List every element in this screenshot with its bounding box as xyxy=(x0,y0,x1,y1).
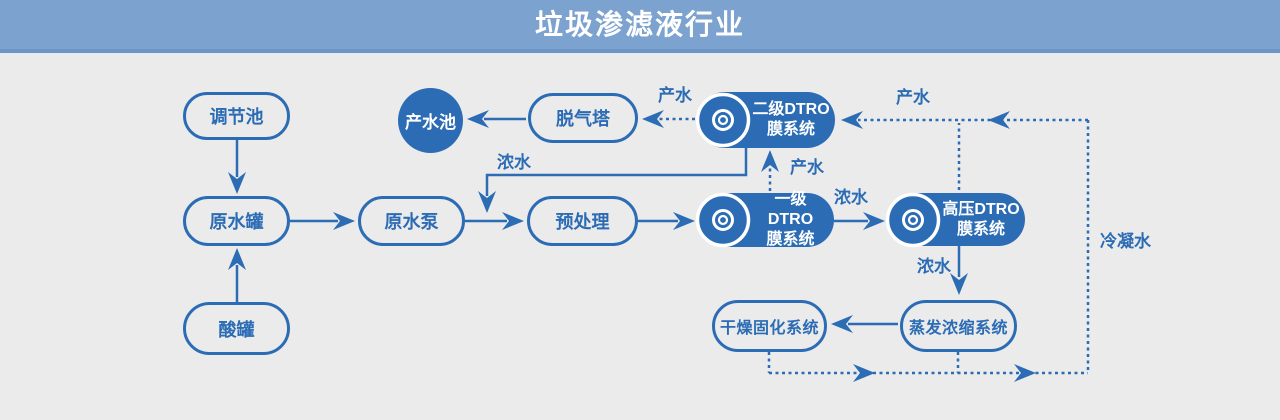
arrowhead-left-icon xyxy=(988,111,1010,129)
arrowhead-left-icon xyxy=(841,111,863,129)
node-label: 原水罐 xyxy=(209,212,264,232)
node-stage2-dtro: 二级DTRO 膜系统 xyxy=(695,92,835,148)
node-regulation-pool: 调节池 xyxy=(183,92,290,140)
node-raw-water-tank: 原水罐 xyxy=(183,196,290,246)
dtro-membrane-icon xyxy=(695,192,751,248)
flow-label-concentrate: 浓水 xyxy=(834,188,868,207)
arrowhead-up-icon xyxy=(761,150,779,172)
node-label: 调节池 xyxy=(209,107,264,127)
node-label: 酸罐 xyxy=(218,319,255,340)
arrowhead-down-icon xyxy=(478,191,496,213)
arrowhead-right-icon xyxy=(1014,364,1036,382)
node-degassing-tower: 脱气塔 xyxy=(528,93,638,143)
flow-label-product-water: 产水 xyxy=(896,88,930,107)
node-label: 产水池 xyxy=(405,113,456,132)
arrowhead-left-icon xyxy=(467,110,489,128)
node-label: 预处理 xyxy=(555,212,610,232)
node-evaporation-concentration: 蒸发浓缩系统 xyxy=(900,300,1017,352)
node-label: 高压DTRO 膜系统 xyxy=(942,200,1020,240)
node-drying-solidification: 干燥固化系统 xyxy=(712,300,827,352)
flow-label-product-water: 产水 xyxy=(658,86,692,105)
node-label-line2: 膜系统 xyxy=(766,231,815,248)
page-title: 垃圾渗滤液行业 xyxy=(534,8,745,40)
header-banner: 垃圾渗滤液行业 xyxy=(0,0,1280,53)
node-label: 一级DTRO 膜系统 xyxy=(752,190,829,250)
dtro-membrane-icon xyxy=(695,92,751,148)
node-label: 蒸发浓缩系统 xyxy=(908,320,1008,337)
flow-label-condensate: 冷凝水 xyxy=(1100,232,1151,251)
node-label: 原水泵 xyxy=(384,212,439,232)
arrowhead-right-icon xyxy=(863,212,885,230)
flow-label-concentrate: 浓水 xyxy=(917,257,951,276)
node-label: 脱气塔 xyxy=(556,109,610,129)
node-pretreatment: 预处理 xyxy=(527,196,638,246)
node-raw-water-pump: 原水泵 xyxy=(358,196,465,246)
node-label-line1: 高压DTRO xyxy=(942,200,1020,218)
node-label-line2: 膜系统 xyxy=(766,121,815,138)
node-stage1-dtro: 一级DTRO 膜系统 xyxy=(695,190,834,250)
arrowhead-right-icon xyxy=(333,212,355,230)
arrowhead-down-icon xyxy=(950,273,968,295)
arrowhead-up-icon xyxy=(228,248,246,270)
node-high-pressure-dtro: 高压DTRO 膜系统 xyxy=(885,192,1025,247)
node-label: 二级DTRO 膜系统 xyxy=(752,100,830,140)
line-concentrate-return-elbow xyxy=(485,148,748,196)
flow-label-concentrate: 浓水 xyxy=(497,153,531,172)
flow-diagram: 调节池 原水罐 酸罐 原水泵 产水池 脱气塔 预处理 二级DTRO 膜系统 xyxy=(0,53,1280,420)
node-product-water-pool: 产水池 xyxy=(398,88,463,153)
dtro-membrane-icon xyxy=(885,192,941,247)
arrowhead-left-icon xyxy=(642,110,664,128)
arrowhead-down-icon xyxy=(228,172,246,194)
node-label: 干燥固化系统 xyxy=(719,320,819,337)
arrowhead-left-icon xyxy=(831,315,853,333)
flow-connectors xyxy=(228,110,1090,382)
node-label-line2: 膜系统 xyxy=(956,220,1005,238)
node-acid-tank: 酸罐 xyxy=(183,302,290,355)
node-label-line1: 一级DTRO xyxy=(767,191,814,228)
arrowhead-right-icon xyxy=(502,212,524,230)
flow-label-product-water: 产水 xyxy=(790,158,824,177)
arrowhead-right-icon xyxy=(853,364,875,382)
arrowhead-right-icon xyxy=(673,212,695,230)
node-label-line1: 二级DTRO xyxy=(752,101,830,118)
